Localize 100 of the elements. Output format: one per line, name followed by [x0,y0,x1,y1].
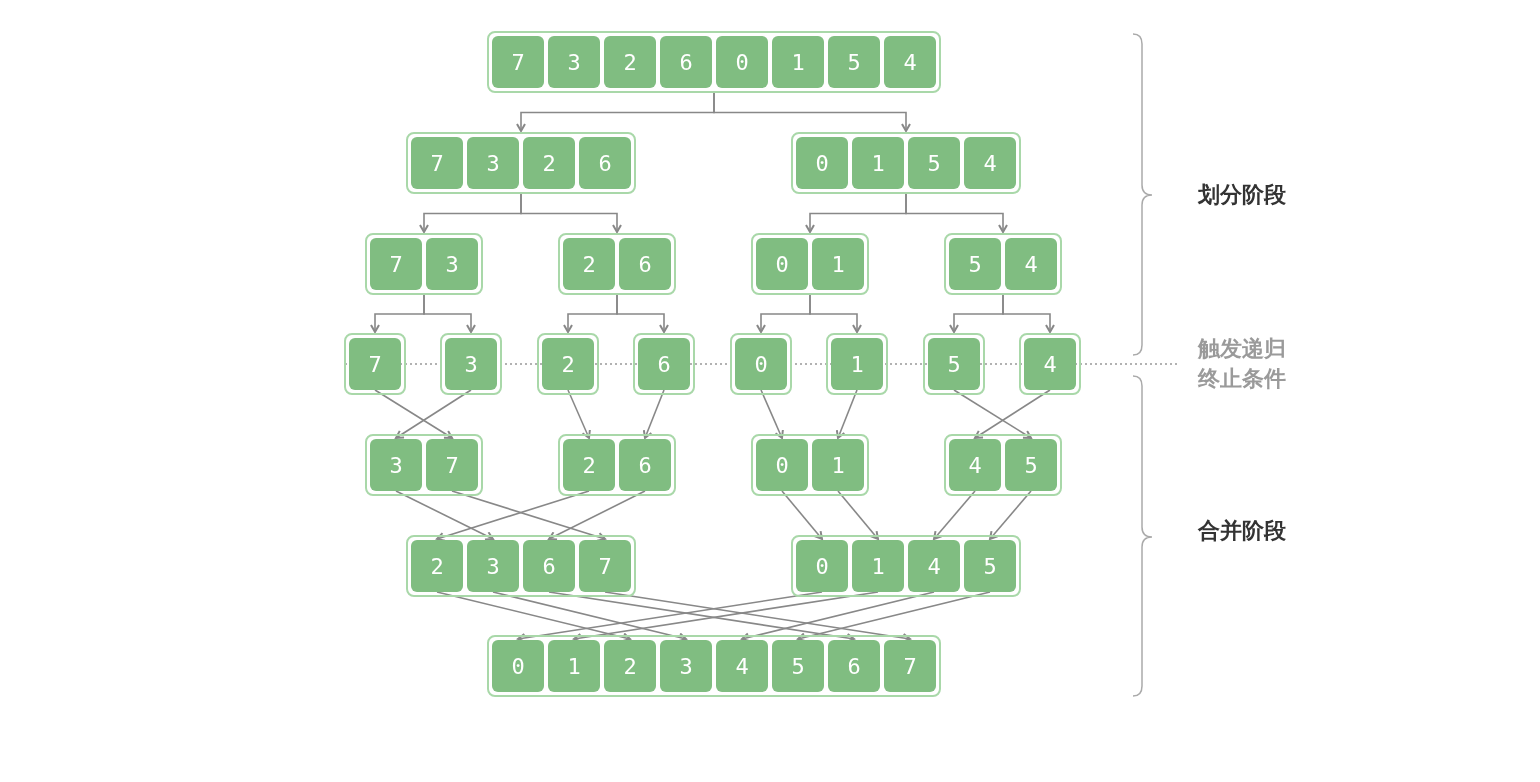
arrow [953,389,1032,439]
arrow [933,490,976,540]
arrow [642,389,665,439]
array-cell: 3 [467,540,519,592]
array-cell: 5 [928,338,980,390]
arrow [436,490,590,542]
array-box [406,132,636,194]
arrow [548,490,646,541]
array-box [487,31,941,93]
arrow [374,389,453,439]
array-cell: 0 [756,238,808,290]
array-cell: 4 [716,640,768,692]
arrow [395,490,494,541]
array-cell: 6 [828,640,880,692]
array-cell: 4 [949,439,1001,491]
array-cell: 2 [411,540,463,592]
array-cell: 6 [619,238,671,290]
array-cell: 7 [349,338,401,390]
array-box [487,635,941,697]
arrow [436,591,631,643]
arrow [395,389,472,439]
stage-label: 划分阶段 [1198,181,1286,210]
array-cell: 2 [563,439,615,491]
array-cell: 5 [908,137,960,189]
array-cell: 1 [831,338,883,390]
array-box [791,535,1021,597]
array-cell: 1 [812,238,864,290]
array-cell: 7 [411,137,463,189]
array-cell: 3 [467,137,519,189]
array-cell: 0 [492,640,544,692]
array-box [751,434,869,496]
array-cell: 3 [426,238,478,290]
array-cell: 7 [579,540,631,592]
array-box [791,132,1021,194]
arrow [835,389,858,439]
arrow [1002,294,1055,333]
array-cell: 6 [660,36,712,88]
arrow [741,591,935,643]
array-box [558,233,676,295]
array-cell: 1 [852,540,904,592]
array-cell: 5 [949,238,1001,290]
arrow [423,294,476,333]
array-cell: 4 [908,540,960,592]
array-box [944,233,1062,295]
array-box [558,434,676,496]
array-cell: 2 [542,338,594,390]
arrow [809,294,862,333]
array-box [365,233,483,295]
array-box [406,535,636,597]
array-cell: 7 [426,439,478,491]
array-cell: 6 [579,137,631,189]
array-cell: 2 [604,640,656,692]
array-cell: 6 [523,540,575,592]
arrow [713,92,911,132]
arrow [567,389,591,439]
array-cell: 5 [1005,439,1057,491]
array-cell: 5 [772,640,824,692]
array-cell: 3 [548,36,600,88]
arrow [989,490,1032,540]
arrow [520,193,622,233]
array-cell: 4 [1005,238,1057,290]
array-box [944,434,1062,496]
array-cell: 4 [964,137,1016,189]
array-cell: 0 [716,36,768,88]
arrow [616,294,669,333]
array-cell: 0 [756,439,808,491]
array-cell: 6 [638,338,690,390]
arrow [781,490,823,540]
array-cell: 2 [604,36,656,88]
arrow [492,591,687,643]
array-cell: 2 [523,137,575,189]
array-cell: 1 [812,439,864,491]
array-cell: 4 [884,36,936,88]
array-cell: 1 [548,640,600,692]
array-cell: 0 [796,137,848,189]
arrow [604,591,911,643]
array-cell: 7 [884,640,936,692]
array-cell: 5 [828,36,880,88]
arrow [451,490,606,542]
arrow [797,591,991,643]
arrow [517,591,823,643]
array-cell: 5 [964,540,1016,592]
stage-label: 触发递归终止条件 [1198,335,1287,393]
array-cell: 6 [619,439,671,491]
stage-label: 合并阶段 [1198,517,1286,546]
array-cell: 3 [660,640,712,692]
array-box [751,233,869,295]
arrow [837,490,879,540]
array-cell: 1 [852,137,904,189]
array-box [365,434,483,496]
array-cell: 0 [796,540,848,592]
arrow [905,193,1008,233]
array-cell: 2 [563,238,615,290]
array-cell: 1 [772,36,824,88]
array-cell: 3 [370,439,422,491]
array-cell: 7 [370,238,422,290]
arrow [760,389,784,439]
array-cell: 3 [445,338,497,390]
array-cell: 7 [492,36,544,88]
array-cell: 0 [735,338,787,390]
